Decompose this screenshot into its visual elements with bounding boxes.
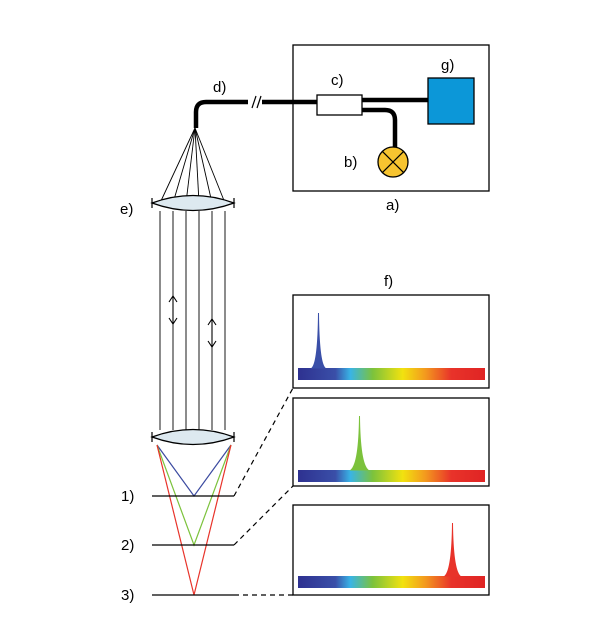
fiber-break-mark-2 [256,95,262,109]
housing-box [292,44,490,192]
label-e: e) [120,201,133,218]
fiber-break-mark-1 [251,95,257,109]
dashed-connector-1 [233,387,294,497]
fiber-to-probe [193,99,248,128]
chromatic-lens [150,428,236,446]
label-f: f) [384,273,393,290]
label-2: 2) [121,537,134,554]
fiber-to-lamp [362,107,398,148]
label-3: 3) [121,587,134,604]
coupler-box [316,94,363,116]
red-focus-ray [156,444,232,596]
collimating-lens [150,194,236,212]
diverging-rays [159,127,226,204]
dashed-connector-2 [233,485,294,546]
collimated-beams [159,211,226,430]
spectrum-panel-3 [292,504,490,596]
label-d: d) [213,79,226,96]
detector-square [427,77,475,125]
label-b: b) [344,154,357,171]
spectrum-panel-1 [292,294,490,389]
spectrum-panel-2 [292,397,490,487]
label-a: a) [386,197,399,214]
double-arrow-icon [207,318,217,348]
lamp-icon [377,146,409,178]
label-1: 1) [121,488,134,505]
label-c: c) [331,72,344,89]
double-arrow-icon [168,295,178,325]
label-g: g) [441,57,454,74]
